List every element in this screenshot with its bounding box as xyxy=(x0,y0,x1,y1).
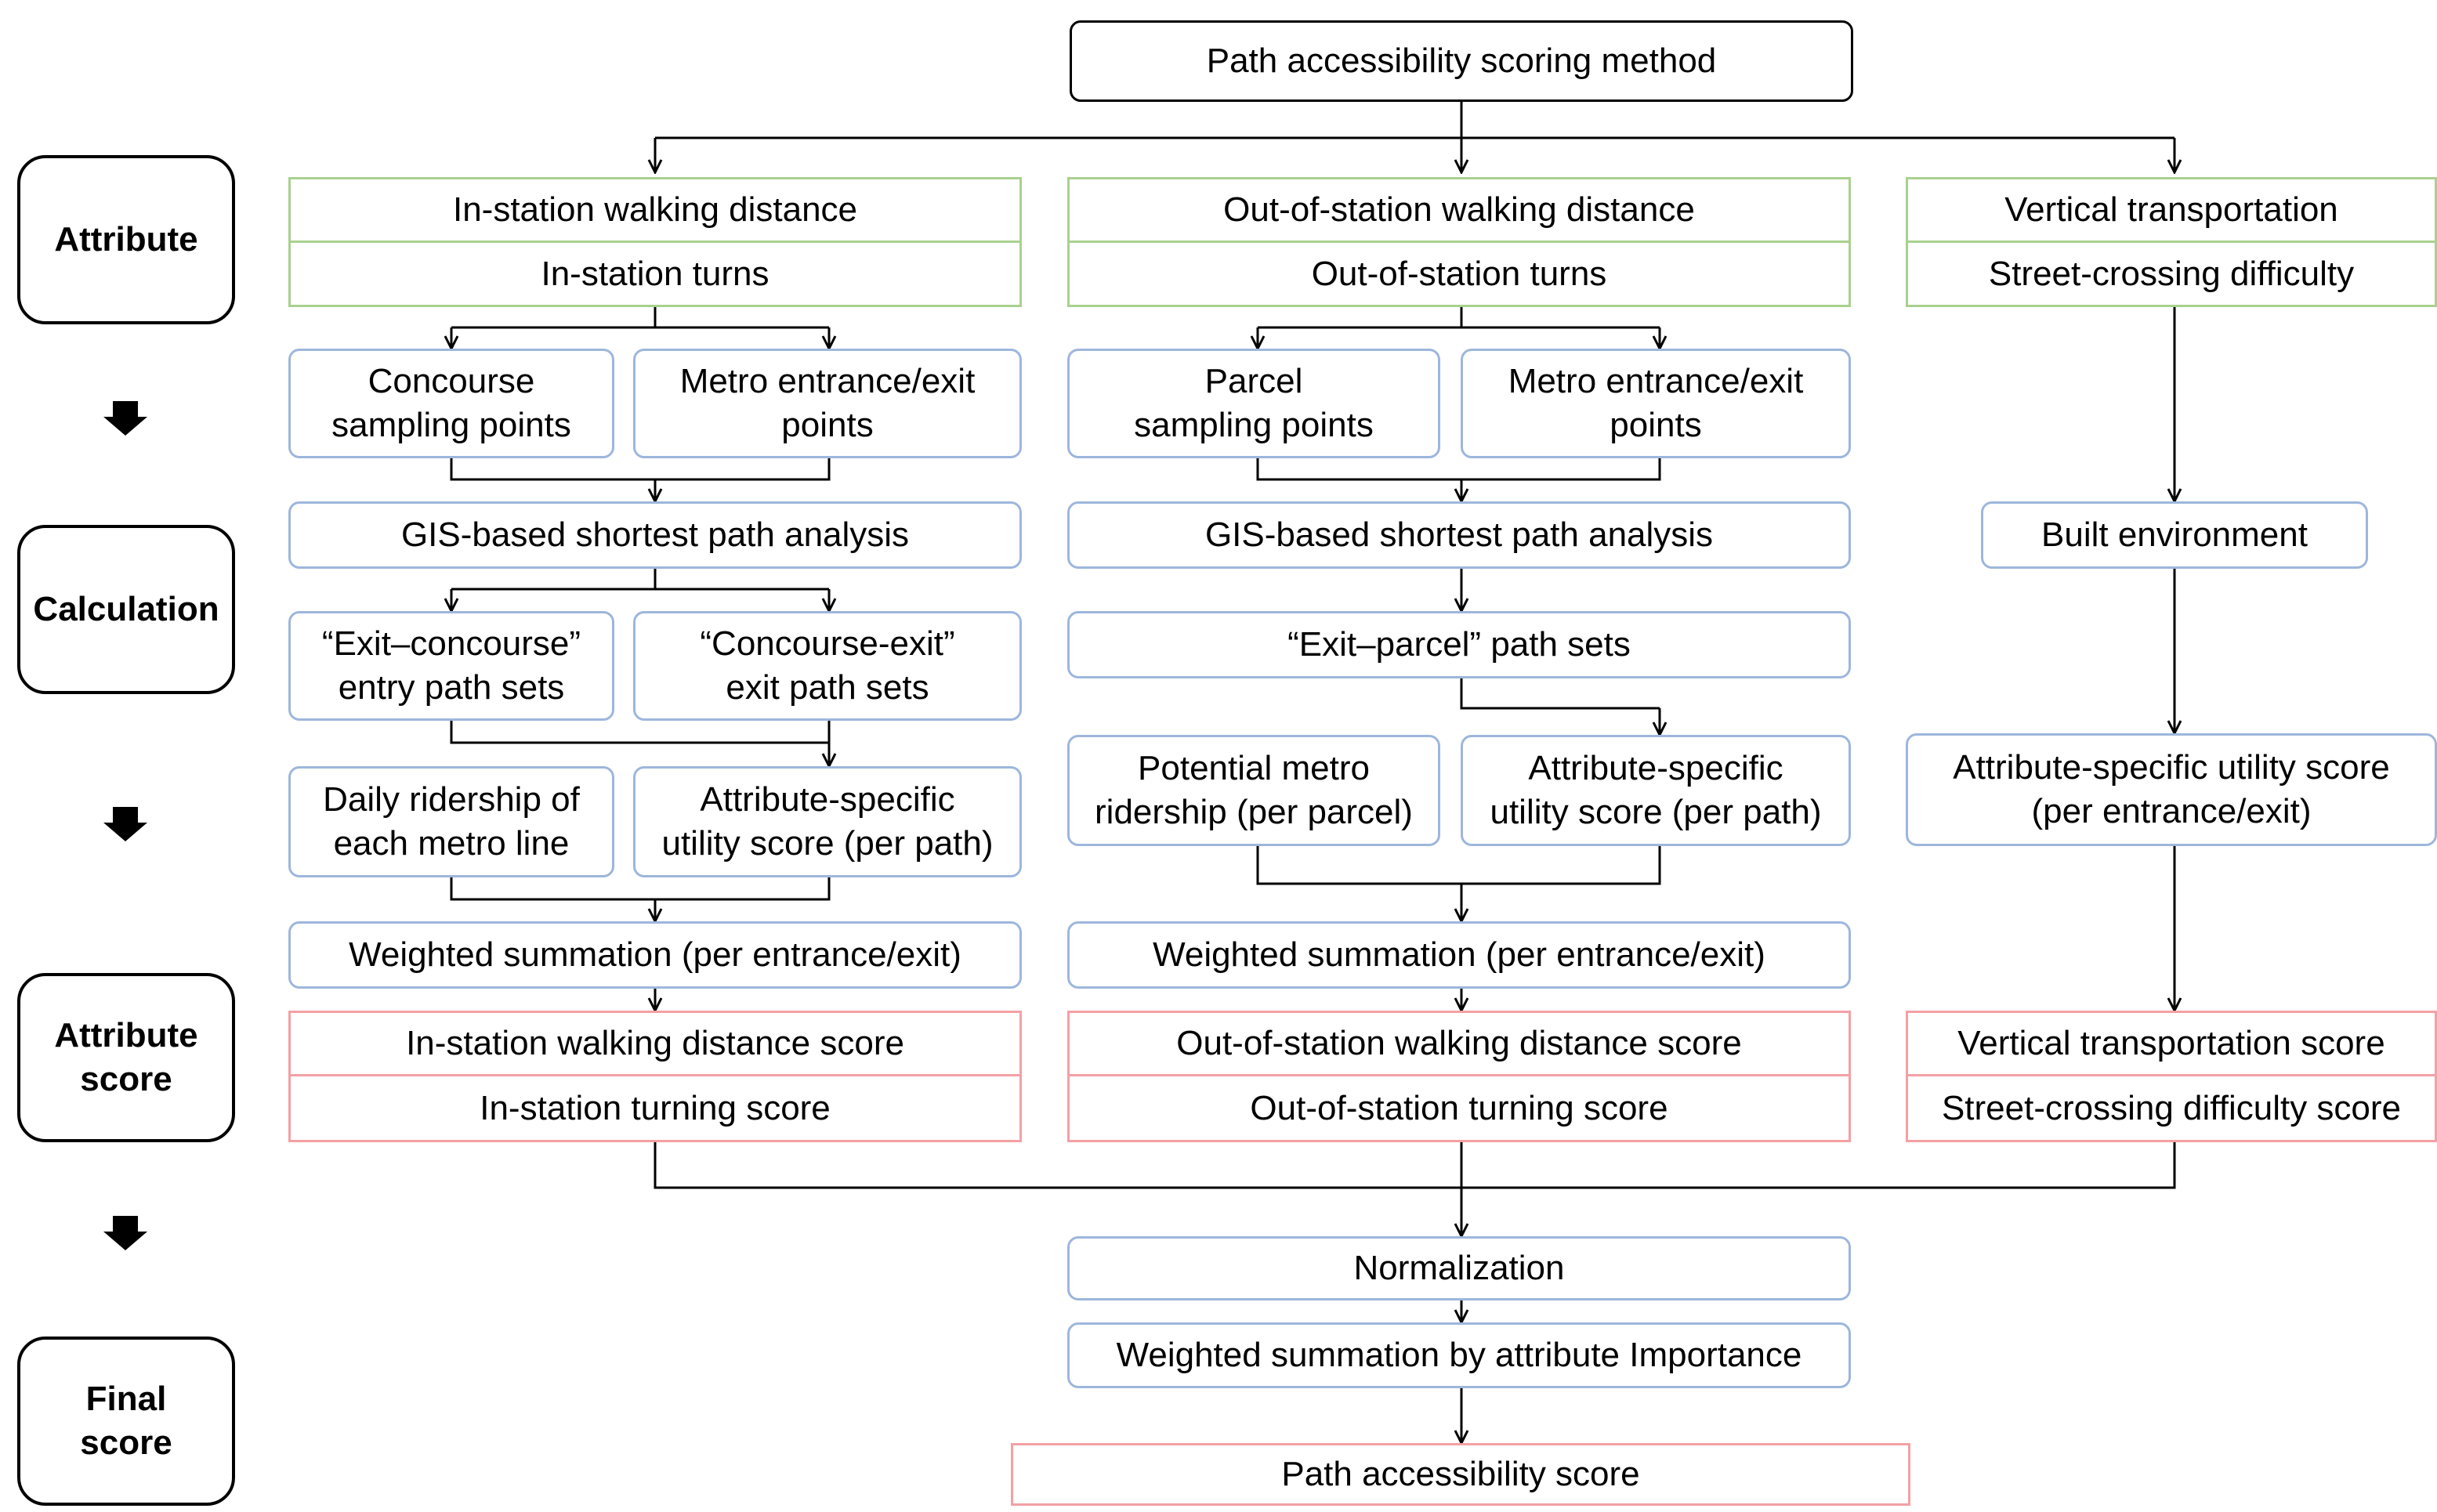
c2-pathset-link xyxy=(1460,678,1660,710)
normalization-box: Normalization xyxy=(1067,1236,1851,1300)
stage-calculation: Calculation xyxy=(17,525,235,694)
stage-arrow-icon xyxy=(103,1216,147,1250)
stage-arrow-icon xyxy=(103,401,147,436)
c1-turning-score: In-station turning score xyxy=(288,1074,1022,1142)
score-merge xyxy=(654,1142,2176,1189)
c1-ps-link xyxy=(450,721,829,744)
stage-attribute-score: Attribute score xyxy=(17,973,235,1142)
c1-merge-d xyxy=(450,877,831,901)
c1-attr-walking-distance: In-station walking distance xyxy=(288,177,1022,243)
c2-gis-analysis: GIS-based shortest path analysis xyxy=(1067,501,1851,569)
page-title: Path accessibility scoring method xyxy=(1206,42,1717,80)
c1-metro-entrance-points: Metro entrance/exit points xyxy=(633,349,1022,458)
c1-exit-path-sets: “Concourse-exit” exit path sets xyxy=(633,611,1022,721)
weighted-importance-box: Weighted summation by attribute Importan… xyxy=(1067,1322,1851,1388)
c1-walking-distance-score: In-station walking distance score xyxy=(288,1011,1022,1076)
c1-weighted-summation: Weighted summation (per entrance/exit) xyxy=(288,921,1022,989)
c2-attr-walking-distance: Out-of-station walking distance xyxy=(1067,177,1851,243)
c3-built-environment: Built environment xyxy=(1981,501,2368,569)
c3-street-crossing-score: Street-crossing difficulty score xyxy=(1906,1074,2437,1142)
path-accessibility-score-box: Path accessibility score xyxy=(1011,1443,1910,1506)
c2-utility-score-per-path: Attribute-specific utility score (per pa… xyxy=(1461,735,1851,846)
connector-title xyxy=(655,102,2174,139)
c1-split-gis xyxy=(451,569,829,591)
c2-turning-score: Out-of-station turning score xyxy=(1067,1074,1851,1142)
c1-split-top xyxy=(451,307,829,329)
c3-attr-street-crossing: Street-crossing difficulty xyxy=(1906,241,2437,307)
c1-concourse-sampling-points: Concourse sampling points xyxy=(288,349,614,458)
c2-parcel-sampling-points: Parcel sampling points xyxy=(1067,349,1440,458)
c2-merge-sp xyxy=(1256,458,1661,481)
c1-gis-analysis: GIS-based shortest path analysis xyxy=(288,501,1022,569)
c2-walking-distance-score: Out-of-station walking distance score xyxy=(1067,1011,1851,1076)
stage-arrow-icon xyxy=(103,807,147,841)
stage-attribute: Attribute xyxy=(17,155,235,324)
c1-merge-sp xyxy=(450,458,831,501)
c1-utility-score-per-path: Attribute-specific utility score (per pa… xyxy=(633,766,1022,877)
title-box: Path accessibility scoring method xyxy=(1070,20,1853,102)
c3-utility-score-per-entrance: Attribute-specific utility score (per en… xyxy=(1906,733,2437,846)
c1-entry-path-sets: “Exit–concourse” entry path sets xyxy=(288,611,614,721)
c3-attr-vertical-transportation: Vertical transportation xyxy=(1906,177,2437,243)
c3-vertical-transportation-score: Vertical transportation score xyxy=(1906,1011,2437,1076)
stage-final-score: Final score xyxy=(17,1337,235,1506)
c2-weighted-summation: Weighted summation (per entrance/exit) xyxy=(1067,921,1851,989)
c2-metro-entrance-points: Metro entrance/exit points xyxy=(1461,349,1851,458)
c2-split-top xyxy=(1258,307,1660,329)
c2-merge-d xyxy=(1256,846,1661,885)
c2-potential-ridership: Potential metro ridership (per parcel) xyxy=(1067,735,1440,846)
c2-attr-turns: Out-of-station turns xyxy=(1067,241,1851,307)
c2-exit-parcel-path-sets: “Exit–parcel” path sets xyxy=(1067,611,1851,678)
c1-attr-turns: In-station turns xyxy=(288,241,1022,307)
c1-daily-ridership: Daily ridership of each metro line xyxy=(288,766,614,877)
